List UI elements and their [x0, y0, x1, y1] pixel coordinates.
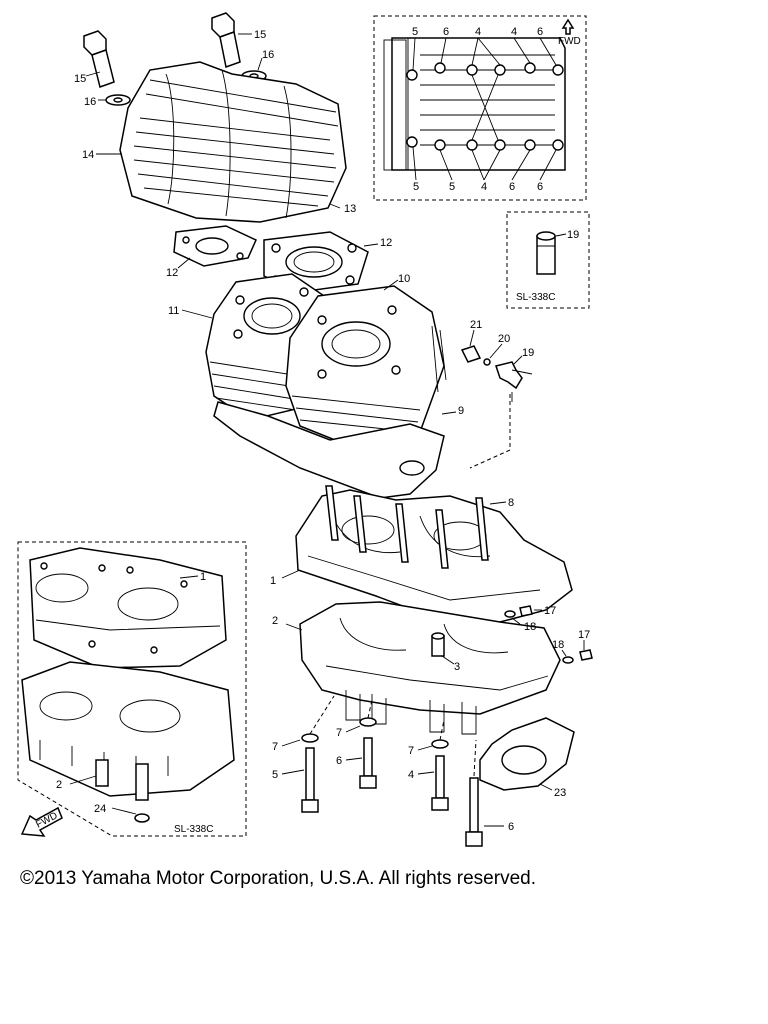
label-12-left: 12	[166, 267, 178, 279]
label-9: 9	[458, 405, 464, 417]
label-1: 1	[270, 575, 276, 587]
label-7-a: 7	[272, 741, 278, 753]
inset-crankcase-variant: 1 2 24 SL-338C FWD	[17, 541, 247, 837]
label-inset-top-6b: 6	[537, 26, 543, 38]
label-inset-bot-5b: 5	[449, 181, 455, 193]
label-17-upper: 17	[544, 605, 556, 617]
label-17-lower: 17	[578, 629, 590, 641]
label-18-upper: 18	[524, 621, 536, 633]
label-10: 10	[398, 273, 410, 285]
cylinder-head: 14 13	[82, 61, 356, 223]
upper-crankcase: 8 1	[270, 485, 573, 623]
label-16-left: 16	[84, 96, 96, 108]
label-inset-bot-6a: 6	[509, 181, 515, 193]
label-15-left: 15	[74, 73, 86, 85]
label-7-b: 7	[336, 727, 342, 739]
inset-code-left: SL-338C	[174, 824, 213, 835]
label-23: 23	[554, 787, 566, 799]
copyright-notice: ©2013 Yamaha Motor Corporation, U.S.A. A…	[20, 868, 536, 889]
inset-dowel-pin: 19 SL-338C	[506, 211, 590, 309]
label-21: 21	[470, 319, 482, 331]
label-inset-bot-6b: 6	[537, 181, 543, 193]
label-6-short: 6	[336, 755, 342, 767]
forward-arrow-icon	[561, 18, 575, 35]
label-6-long: 6	[508, 821, 514, 833]
label-18-lower: 18	[552, 639, 564, 651]
bearing-bracket: 23	[479, 717, 575, 799]
exploded-parts-diagram: 5 6 4 4 6 5 5 4 6 6 FWD 19 SL-338C	[17, 12, 593, 847]
label-inset-top-6a: 6	[443, 26, 449, 38]
label-4: 4	[408, 769, 414, 781]
label-12-right: 12	[380, 237, 392, 249]
base-gasket: 9	[213, 401, 464, 499]
label-11: 11	[168, 305, 179, 317]
fwd-label-inset: FWD	[558, 36, 581, 47]
crankcase-bolts: 7 5 7 6 7 4 6	[272, 695, 514, 847]
label-24: 24	[94, 803, 106, 815]
label-16-right: 16	[262, 49, 274, 61]
label-3: 3	[454, 661, 460, 673]
label-20: 20	[498, 333, 510, 345]
label-14: 14	[82, 149, 94, 161]
label-7-c: 7	[408, 745, 414, 757]
label-19-inset: 19	[567, 229, 579, 241]
inset-code-right: SL-338C	[516, 292, 555, 303]
label-8: 8	[508, 497, 514, 509]
label-13: 13	[344, 203, 356, 215]
label-inset-bot-5a: 5	[413, 181, 419, 193]
cylinders: 11 10	[168, 273, 447, 447]
label-inset-top-4a: 4	[475, 26, 481, 38]
label-2: 2	[272, 615, 278, 627]
fwd-label-left: FWD	[34, 810, 59, 830]
nuts-washers: 17 18 18 17	[504, 605, 593, 664]
label-inset-top-4b: 4	[511, 26, 517, 38]
label-5: 5	[272, 769, 278, 781]
label-inset-top-5: 5	[412, 26, 418, 38]
inset-tightening-sequence: 5 6 4 4 6 5 5 4 6 6 FWD	[373, 15, 587, 201]
label-19: 19	[522, 347, 534, 359]
label-15-right: 15	[254, 29, 266, 41]
label-inset-bot-4: 4	[481, 181, 487, 193]
label-1-inset: 1	[200, 571, 206, 583]
forward-arrow-icon-left	[20, 806, 63, 837]
lower-crankcase: 2 3	[272, 601, 561, 735]
label-2-inset: 2	[56, 779, 62, 791]
fittings: 21 20 19	[460, 319, 534, 469]
